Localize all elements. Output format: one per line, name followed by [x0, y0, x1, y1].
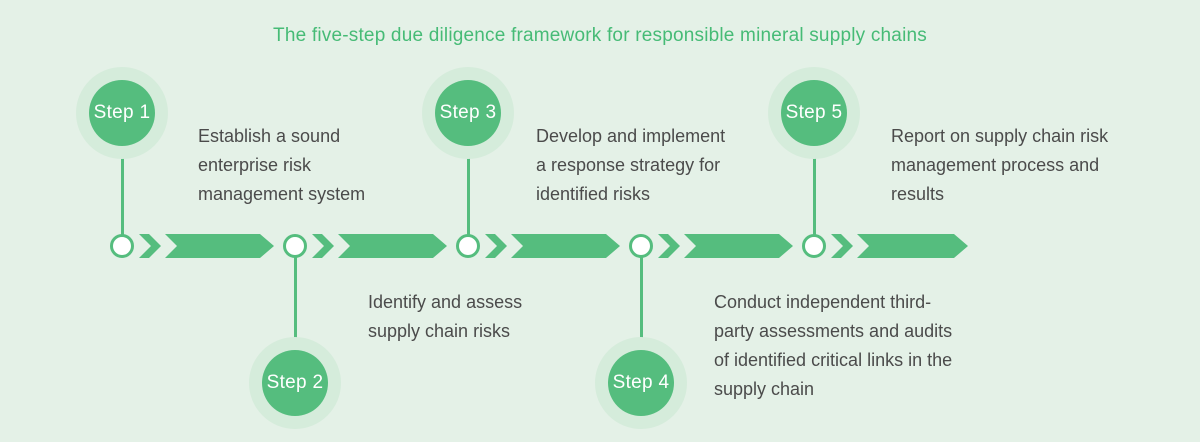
arrow-chevron-2 [312, 234, 334, 258]
arrow-bar-3 [511, 234, 620, 258]
timeline-node-5 [802, 234, 826, 258]
timeline-node-3 [456, 234, 480, 258]
step-connector-line-2 [293, 256, 297, 351]
step-connector-line-1 [120, 146, 124, 241]
step-description-5: Report on supply chain risk management p… [891, 122, 1108, 209]
step-description-5-line-3: results [891, 184, 945, 204]
step-description-4-line-1: Conduct independent third- [714, 292, 932, 312]
timeline-node-1 [110, 234, 134, 258]
step-description-3-line-3: identified risks [536, 184, 651, 204]
timeline-node-2 [283, 234, 307, 258]
step-badge-4: Step 4 [595, 337, 687, 429]
step-description-1-line-1: Establish a sound [198, 126, 341, 146]
step-badge-circle-1: Step 1 [89, 80, 155, 146]
step-description-5-line-1: Report on supply chain risk [891, 126, 1109, 146]
arrow-bar-2 [338, 234, 447, 258]
step-description-5-line-2: management process and [891, 155, 1100, 175]
step-badge-circle-4: Step 4 [608, 350, 674, 416]
step-badge-circle-2: Step 2 [262, 350, 328, 416]
arrow-chevron-1 [139, 234, 161, 258]
arrow-chevron-4 [658, 234, 680, 258]
step-description-2-line-2: supply chain risks [368, 321, 511, 341]
step-description-2-line-1: Identify and assess [368, 292, 523, 312]
step-description-1-line-3: management system [198, 184, 366, 204]
step-description-4: Conduct independent third- party assessm… [714, 288, 952, 404]
step-badge-2: Step 2 [249, 337, 341, 429]
step-connector-line-5 [812, 146, 816, 241]
arrow-chevron-5 [831, 234, 853, 258]
step-description-2: Identify and assess supply chain risks [368, 288, 522, 346]
step-badge-label-3: Step 3 [439, 102, 497, 123]
step-description-3-line-1: Develop and implement [536, 126, 726, 146]
step-connector-line-4 [639, 256, 643, 351]
step-badge-label-5: Step 5 [785, 102, 843, 123]
step-badge-label-4: Step 4 [612, 372, 670, 393]
arrow-chevron-3 [485, 234, 507, 258]
step-badge-circle-5: Step 5 [781, 80, 847, 146]
step-description-4-line-3: of identified critical links in the [714, 350, 953, 370]
step-badge-1: Step 1 [76, 67, 168, 159]
step-description-4-line-4: supply chain [714, 379, 815, 399]
step-badge-circle-3: Step 3 [435, 80, 501, 146]
step-description-1: Establish a sound enterprise risk manage… [198, 122, 365, 209]
step-description-1-line-2: enterprise risk [198, 155, 312, 175]
timeline-node-4 [629, 234, 653, 258]
arrow-bar-1 [165, 234, 274, 258]
arrow-bar-4 [684, 234, 793, 258]
arrow-bar-5 [857, 234, 968, 258]
diagram-title: The five-step due diligence framework fo… [273, 25, 927, 46]
step-badge-3: Step 3 [422, 67, 514, 159]
step-badge-label-2: Step 2 [266, 372, 324, 393]
step-badge-label-1: Step 1 [93, 102, 151, 123]
step-description-4-line-2: party assessments and audits [714, 321, 953, 341]
step-connector-line-3 [466, 146, 470, 241]
step-description-3: Develop and implement a response strateg… [536, 122, 725, 209]
step-badge-5: Step 5 [768, 67, 860, 159]
step-description-3-line-2: a response strategy for [536, 155, 721, 175]
